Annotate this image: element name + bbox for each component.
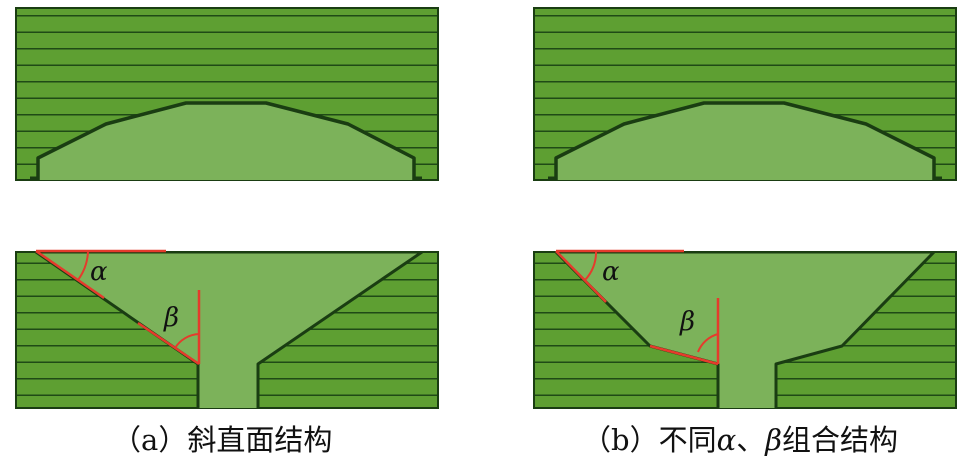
panel-b-upper-cavity (554, 101, 936, 180)
panel-b-caption-beta: β (765, 423, 782, 457)
panel-a-alpha-label: α (90, 257, 108, 287)
panel-b-beta-arc (697, 333, 719, 353)
panel-b-caption-text-after: 组合结构 (782, 423, 899, 457)
panel-b-caption: （b）不同α、β组合结构 (582, 420, 898, 460)
panel-b-lower-die: α β (533, 249, 957, 409)
panel-a-beta-arc (174, 333, 200, 349)
panel-b-caption-separator: 、 (736, 423, 766, 457)
panel-a-caption-letter: a (141, 423, 159, 457)
panel-b-caption-alpha: α (716, 423, 737, 457)
panel-a-lower-die: α β (15, 249, 439, 409)
panel-a-alpha-edge-line (35, 249, 105, 300)
panel-a-caption-open-paren: （ (112, 423, 142, 457)
panel-a-caption-close-paren: ） (158, 423, 188, 457)
panel-b-alpha-edge-line (555, 250, 607, 303)
panel-b-alpha-arc (584, 250, 598, 281)
panel-a-beta-edge-line (137, 321, 200, 366)
panel-b-alpha-label: α (602, 257, 620, 287)
panel-b-caption-close-paren: ） (629, 423, 659, 457)
panel-a-alpha-arc (77, 250, 89, 281)
panel-b-caption-open-paren: （ (582, 423, 612, 457)
panel-a-beta-label: β (163, 303, 179, 333)
panel-b-upper-die (533, 7, 957, 181)
panel-a-upper-cavity (36, 101, 416, 180)
panel-b-beta-label: β (679, 307, 695, 337)
panel-a-caption: （a）斜直面结构 (112, 420, 332, 460)
panel-b-beta-edge-line (649, 344, 719, 366)
panel-a-upper-die (15, 7, 439, 181)
panel-b-caption-text-before: 不同 (658, 423, 717, 457)
panel-b-caption-letter: b (611, 423, 630, 457)
panel-a-caption-text: 斜直面结构 (187, 423, 333, 457)
